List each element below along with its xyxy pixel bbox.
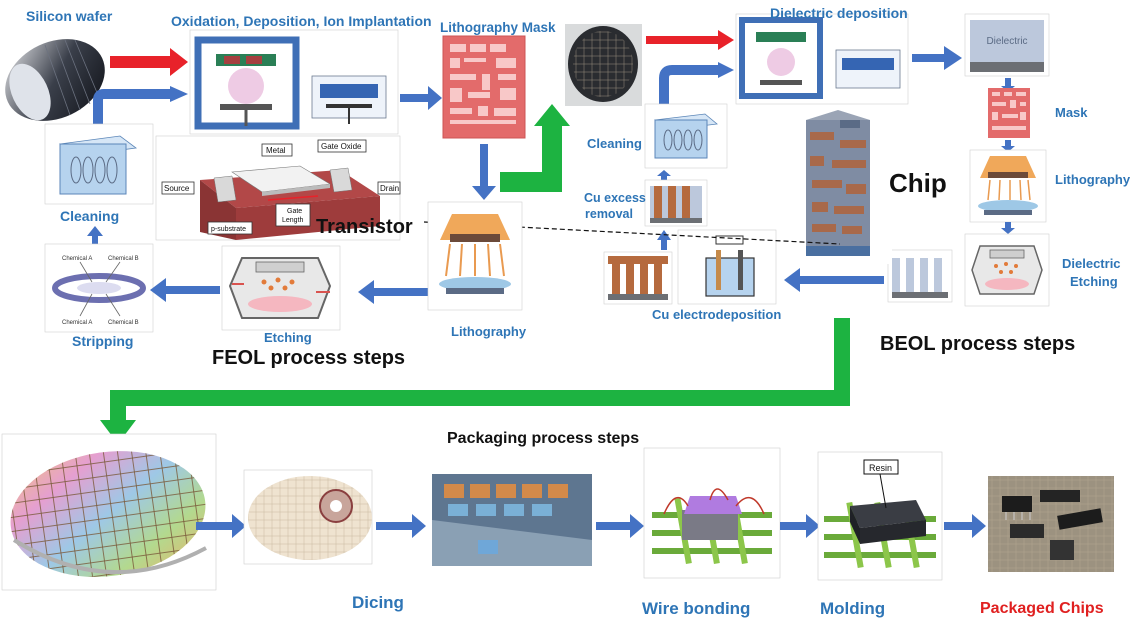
cu-excess-removal-image <box>644 179 708 227</box>
lithography-mid-image <box>427 201 523 311</box>
transistor-to-chip-dashed-line <box>423 221 841 245</box>
dielectric-etching-label-1: Dielectric <box>1062 256 1121 271</box>
transistor-label: Transistor <box>316 216 413 238</box>
dielectric-layer-image <box>964 13 1050 77</box>
lithography-right-image <box>969 149 1047 223</box>
chip-image <box>796 106 892 264</box>
patterned-wafer-image <box>565 24 642 106</box>
green-arrow-to-wafer <box>500 122 562 192</box>
cu-electrodeposition-label: Cu electrodeposition <box>652 307 781 322</box>
trench-image <box>887 249 953 303</box>
molding-image <box>817 451 943 581</box>
wire-bonding-image <box>643 447 781 579</box>
red-arrow <box>110 48 188 76</box>
lithography-mask-image <box>442 35 526 139</box>
gate-length-label-1: Gate <box>287 208 302 215</box>
packaged-chips-image <box>988 476 1114 572</box>
lithography-mid-label: Lithography <box>451 324 527 339</box>
cu-electrodeposition-image <box>603 229 777 305</box>
dielectric-deposition-equipment-image <box>735 13 909 105</box>
beol-title: BEOL process steps <box>880 333 1075 355</box>
dicing-image <box>243 469 373 565</box>
transistor-cross-section-image <box>155 135 401 241</box>
cleaning-mid-label: Cleaning <box>587 136 642 151</box>
packaged-chips-label: Packaged Chips <box>980 600 1104 617</box>
chemical-a-label-1: Chemical A <box>62 256 92 262</box>
gate-length-label-2: Length <box>282 217 304 224</box>
feol-title: FEOL process steps <box>212 347 405 369</box>
silicon-wafer-label: Silicon wafer <box>26 8 113 24</box>
source-label: Source <box>164 184 190 193</box>
green-arrow-to-packaging <box>110 318 850 424</box>
finished-wafer-image <box>1 433 217 591</box>
cu-excess-label-1: Cu excess <box>584 191 646 205</box>
chemical-b-label-1: Chemical B <box>108 256 139 262</box>
cleaning-bath-mid-image <box>644 103 728 169</box>
etching-chamber-image <box>221 245 341 331</box>
drain-label: Drain <box>380 184 399 193</box>
diced-chips-image <box>432 474 592 566</box>
cu-excess-label-2: removal <box>585 207 633 221</box>
etching-label: Etching <box>264 330 312 345</box>
packaging-title: Packaging process steps <box>447 430 639 447</box>
metal-label: Metal <box>266 146 286 155</box>
stripping-label: Stripping <box>72 333 133 349</box>
mask-image <box>988 88 1030 138</box>
chip-label: Chip <box>889 168 947 198</box>
chemical-a-label-2: Chemical A <box>62 320 92 326</box>
stripping-image <box>44 243 154 333</box>
dielectric-etching-chamber-image <box>964 233 1050 307</box>
oxidation-equipment-image <box>189 29 399 135</box>
mask-label: Mask <box>1055 105 1088 120</box>
molding-label: Molding <box>820 599 885 618</box>
dielectric-box-label: Dielectric <box>986 36 1027 47</box>
lithography-right-label: Lithography <box>1055 172 1131 187</box>
p-substrate-label: p-substrate <box>211 226 246 233</box>
blue-arrow-cleaning-return <box>93 89 172 130</box>
cleaning-left-label: Cleaning <box>60 208 119 224</box>
dielectric-deposition-label: Dielectric deposition <box>770 5 908 21</box>
silicon-wafer-image <box>2 22 108 128</box>
blue-arrow <box>400 86 442 110</box>
resin-label: Resin <box>869 463 892 473</box>
chemical-b-label-2: Chemical B <box>108 320 139 326</box>
litho-mask-label: Lithography Mask <box>440 20 556 35</box>
oxidation-label: Oxidation, Deposition, Ion Implantation <box>171 13 432 29</box>
dicing-label: Dicing <box>352 593 404 612</box>
dielectric-etching-label-2: Etching <box>1070 274 1118 289</box>
gate-oxide-label: Gate Oxide <box>321 142 362 151</box>
cleaning-bath-left-image <box>44 123 154 205</box>
wire-bonding-label: Wire bonding <box>642 599 750 618</box>
